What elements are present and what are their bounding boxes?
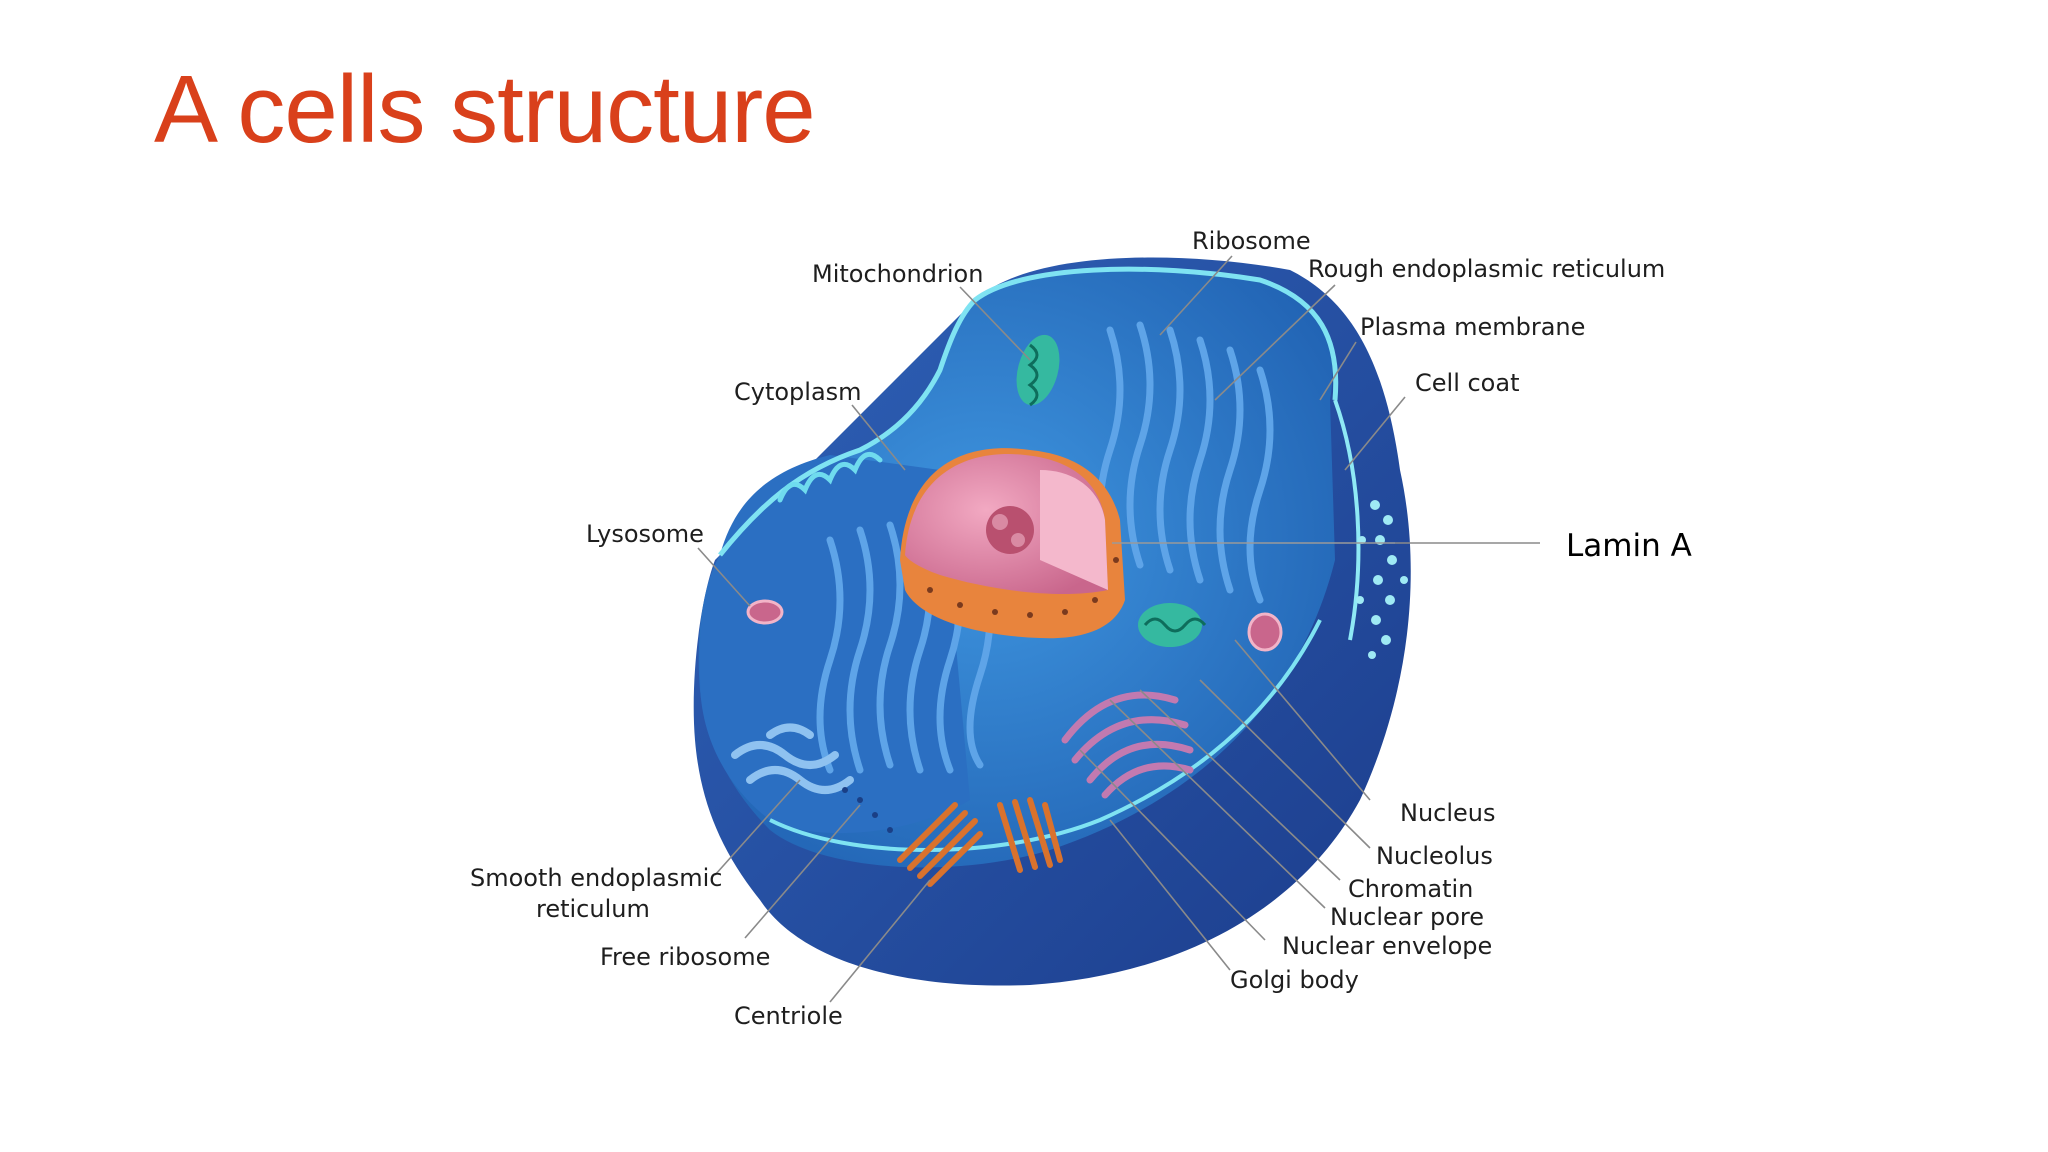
mitochondrion-2 [1138, 603, 1207, 647]
label-ribosome: Ribosome [1192, 227, 1311, 255]
label-nucleus: Nucleus [1400, 799, 1496, 827]
label-chromatin: Chromatin [1348, 875, 1473, 903]
leader-lines [697, 255, 1540, 1003]
label-mitochondrion: Mitochondrion [812, 260, 983, 288]
mitochondrion [1016, 334, 1060, 407]
label-golgi-body: Golgi body [1230, 966, 1359, 994]
label-rough-er: Rough endoplasmic reticulum [1308, 255, 1665, 283]
label-lysosome: Lysosome [586, 520, 704, 548]
lysosome [746, 599, 784, 625]
label-lamin-a: Lamin A [1566, 528, 1692, 564]
label-nucleolus: Nucleolus [1376, 842, 1493, 870]
label-cytoplasm: Cytoplasm [734, 378, 862, 406]
surface-protrusions [777, 451, 883, 503]
plasma-membrane-outline [718, 266, 1339, 557]
cut-floor-rim [769, 619, 1322, 852]
label-smooth-er-line2: reticulum [536, 895, 650, 923]
label-free-ribosome: Free ribosome [600, 943, 770, 971]
nuclear-pores [927, 557, 1119, 618]
label-centriole: Centriole [734, 1002, 843, 1030]
nucleolus [986, 506, 1034, 554]
free-ribosomes [842, 787, 893, 833]
label-smooth-er-line1: Smooth endoplasmic [470, 864, 722, 892]
lamin-projections [1356, 500, 1408, 659]
nucleus-cut-face [1040, 470, 1108, 590]
lysosome-2 [1247, 612, 1283, 652]
label-nuclear-envelope: Nuclear envelope [1282, 932, 1492, 960]
centriole [897, 797, 1063, 887]
label-cell-coat: Cell coat [1415, 369, 1519, 397]
cell-coat-edge [1333, 399, 1361, 641]
label-nuclear-pore: Nuclear pore [1330, 903, 1484, 931]
slide-title: A cells structure [154, 56, 816, 163]
label-plasma-membrane: Plasma membrane [1360, 313, 1585, 341]
